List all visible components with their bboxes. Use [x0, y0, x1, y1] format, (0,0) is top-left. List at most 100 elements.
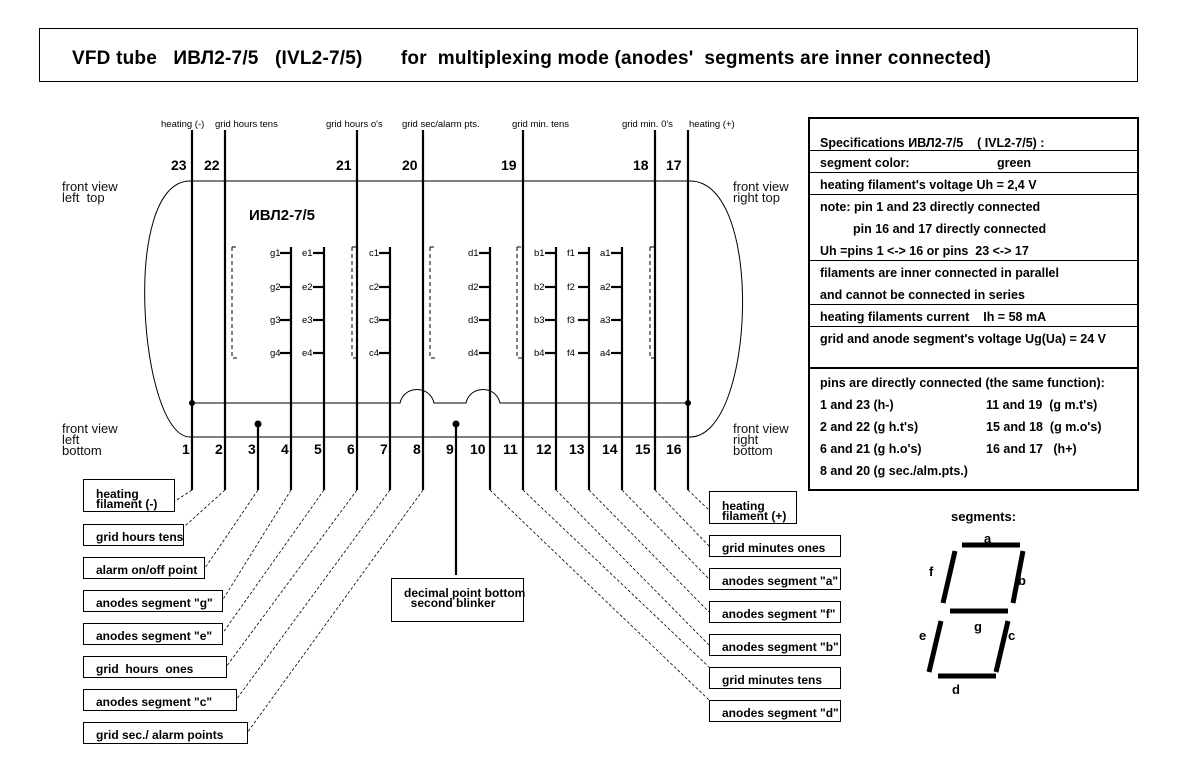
- segment-label: a4: [600, 348, 611, 359]
- seg7-label-f: f: [929, 564, 934, 579]
- label-grid-min-tens: grid min. tens: [512, 119, 570, 130]
- alarm-dot: [254, 420, 262, 428]
- callout-decimal-point: decimal point bottom second blinker: [391, 578, 525, 622]
- callout-segment-e: anodes segment "e": [83, 623, 223, 645]
- segment-label: e2: [302, 282, 313, 293]
- leader-line: [204, 489, 259, 569]
- pin-number: 1: [182, 441, 190, 457]
- seg7-label-e: e: [919, 628, 927, 643]
- pin-number: 23: [171, 157, 187, 173]
- segment-label: e4: [302, 348, 313, 359]
- tube-name: ИВЛ2-7/5: [249, 207, 315, 224]
- spec-heating-voltage: heating filament's voltage Uh = 2,4 V: [820, 178, 1037, 192]
- callout-alarm-point: alarm on/off point: [83, 557, 205, 579]
- segment-label: a2: [600, 282, 611, 293]
- segment-label: b2: [534, 282, 545, 293]
- segment-label: a1: [600, 248, 611, 259]
- segment-label: g2: [270, 282, 281, 293]
- spec-segment-color-label: segment color:: [820, 156, 910, 170]
- spec-grid-voltage: grid and anode segment's voltage Ug(Ua) …: [820, 332, 1107, 346]
- label-grid-hours-tens: grid hours tens: [215, 119, 278, 130]
- seg7-c: [993, 620, 1011, 673]
- leader-line: [654, 489, 710, 547]
- seg7-label-g: g: [974, 619, 982, 634]
- segment-label: a3: [600, 315, 611, 326]
- spec-heating-current: heating filaments current Ih = 58 mA: [820, 310, 1047, 324]
- seg7-e: [926, 620, 944, 673]
- seven-segment-glyph: [926, 542, 1026, 679]
- pin-number: 7: [380, 441, 388, 457]
- segment-label: g3: [270, 315, 281, 326]
- decimal-dot: [452, 420, 460, 428]
- segment-label: g4: [270, 348, 281, 359]
- spec-parallel-1: filaments are inner connected in paralle…: [820, 266, 1059, 280]
- callout-grid-hours-tens: grid hours tens: [83, 524, 184, 546]
- leader-line: [225, 489, 358, 668]
- pin-number: 20: [402, 157, 418, 173]
- leader-line: [221, 489, 325, 635]
- callout-segment-a: anodes segment "a": [709, 568, 841, 590]
- view-label-right-bottom: front view right bottom: [733, 421, 789, 458]
- spec-parallel-2: and cannot be connected in series: [820, 288, 1025, 302]
- segment-label: d3: [468, 315, 479, 326]
- spec-pair: 15 and 18 (g m.o's): [986, 420, 1102, 434]
- callout-segment-f: anodes segment "f": [709, 601, 841, 623]
- segment-label: e1: [302, 248, 313, 259]
- callout-grid-sec-alarm: grid sec./ alarm points: [83, 722, 248, 744]
- segment-label: f1: [567, 248, 575, 259]
- label-grid-hours-ones: grid hours o's: [326, 119, 383, 130]
- callout-segment-c: anodes segment "c": [83, 689, 237, 711]
- segment-label: g1: [270, 248, 281, 259]
- junction-dot: [189, 400, 195, 406]
- spec-pair: 8 and 20 (g sec./alm.pts.): [820, 464, 968, 478]
- leader-line: [522, 489, 710, 668]
- pin-number: 14: [602, 441, 618, 457]
- callout-segment-g: anodes segment "g": [83, 590, 223, 612]
- segment-label: f2: [567, 282, 575, 293]
- callout-grid-hours-ones: grid hours ones: [83, 656, 227, 678]
- spec-pins-header: pins are directly connected (the same fu…: [820, 376, 1105, 390]
- segment-label: c1: [369, 248, 380, 259]
- spec-segment-color-value: green: [997, 156, 1032, 170]
- spec-note-2: pin 16 and 17 directly connected: [853, 222, 1047, 236]
- seg7-label-a: a: [984, 531, 992, 546]
- pin-number: 8: [413, 441, 421, 457]
- segment-label: b1: [534, 248, 545, 259]
- pin-number: 21: [336, 157, 352, 173]
- leader-line: [246, 489, 424, 734]
- grid-bracket: [351, 246, 357, 359]
- seg7-label-c: c: [1008, 628, 1016, 643]
- segment-label: d4: [468, 348, 479, 359]
- callout-grid-minutes-tens: grid minutes tens: [709, 667, 841, 689]
- pin-number: 19: [501, 157, 517, 173]
- pin-number: 17: [666, 157, 682, 173]
- page-title: VFD tube ИВЛ2-7/5 (IVL2-7/5) for multipl…: [72, 48, 992, 69]
- spec-pair: 16 and 17 (h+): [986, 442, 1077, 456]
- segments-title: segments:: [951, 509, 1017, 524]
- leader-line: [621, 489, 710, 580]
- grid-bracket: [516, 246, 522, 359]
- leader-line: [687, 489, 710, 511]
- label-grid-min-ones: grid min. 0's: [622, 119, 673, 130]
- pin-number: 12: [536, 441, 552, 457]
- segment-label: c4: [369, 348, 380, 359]
- callout-heating-minus: heating filament (-): [83, 479, 175, 512]
- spec-pair: 6 and 21 (g h.o's): [820, 442, 922, 456]
- spec-pair: 2 and 22 (g h.t's): [820, 420, 919, 434]
- pin-number: 18: [633, 157, 649, 173]
- spec-pair: 11 and 19 (g m.t's): [986, 398, 1098, 412]
- label-heating-plus: heating (+): [689, 119, 735, 130]
- tube-outline: [144, 180, 743, 438]
- pin-number: 3: [248, 441, 256, 457]
- segment-label: e3: [302, 315, 313, 326]
- pin-number: 15: [635, 441, 651, 457]
- view-label-left-top: front view left top: [62, 179, 118, 205]
- label-heating-minus: heating (-): [161, 119, 205, 130]
- view-label-left-bottom: front view left bottom: [62, 421, 118, 458]
- spec-header: Specifications ИВЛ2-7/5 ( IVL2-7/5) :: [820, 136, 1045, 150]
- pin-number: 22: [204, 157, 220, 173]
- spec-pair: 1 and 23 (h-): [820, 398, 894, 412]
- pin-number: 13: [569, 441, 585, 457]
- label-grid-sec-alarm: grid sec/alarm pts.: [402, 119, 480, 130]
